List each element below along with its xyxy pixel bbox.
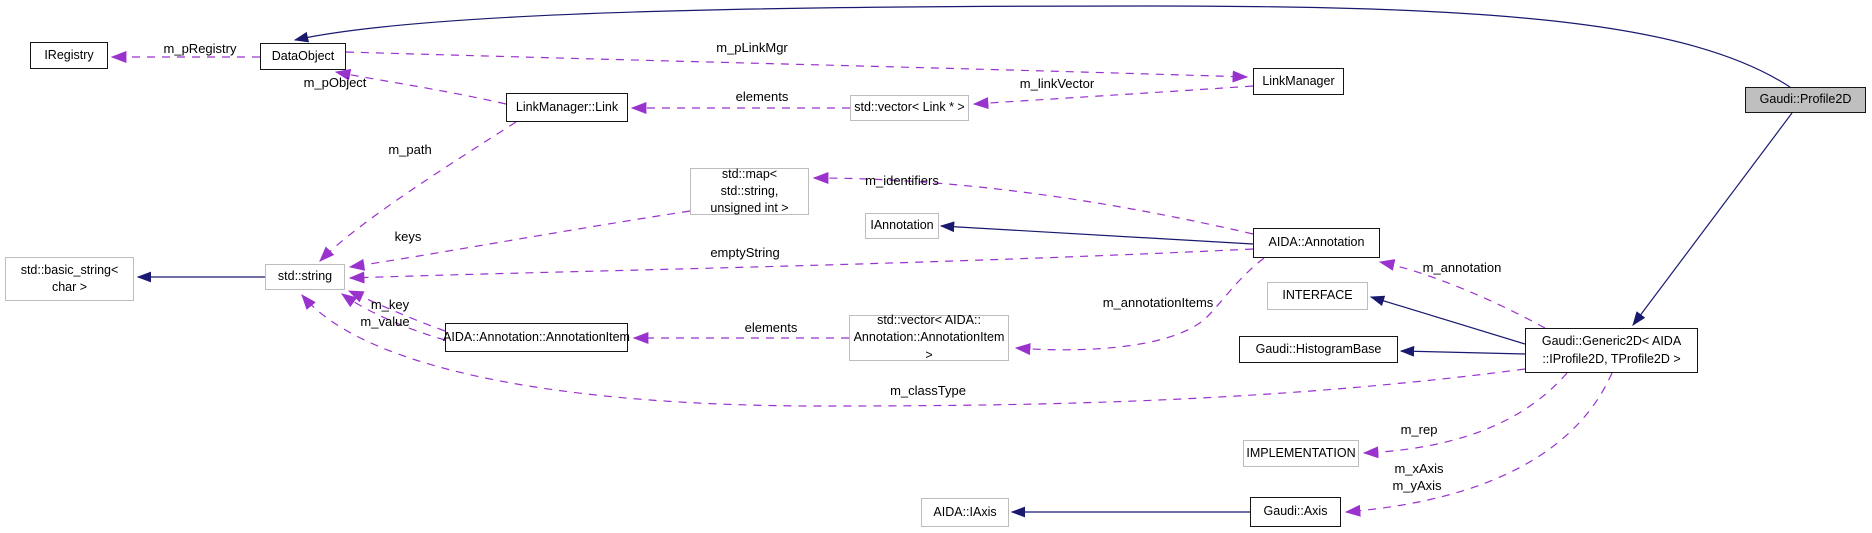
edge-label-m-pobject: m_pObject <box>303 75 367 90</box>
node-implementation: IMPLEMENTATION <box>1243 440 1359 467</box>
edge-profile2d-dataobject <box>293 5 1791 88</box>
node-dataobject[interactable]: DataObject <box>260 43 346 70</box>
node-annotationitem[interactable]: AIDA::Annotation::AnnotationItem <box>443 323 630 352</box>
edge-label-m-annotationitems: m_annotationItems <box>1102 295 1214 310</box>
node-std-map: std::map< std::string, unsigned int > <box>690 167 809 215</box>
edge-label-m-plinkmgr: m_pLinkMgr <box>716 40 788 55</box>
edge-label-keys: keys <box>394 229 422 244</box>
edge-label-m-pregistry: m_pRegistry <box>163 41 237 56</box>
edge-profile2d-generic2d <box>1632 112 1793 326</box>
node-linkmanager-link[interactable]: LinkManager::Link <box>506 93 628 122</box>
edge-label-m-path: m_path <box>388 142 432 157</box>
edge-link-dataobject <box>334 68 507 105</box>
edge-label-m-xaxis: m_xAxis <box>1394 461 1444 476</box>
node-gaudi-axis[interactable]: Gaudi::Axis <box>1250 497 1341 527</box>
edge-label-m-key: m_key <box>370 297 410 312</box>
edge-link-string <box>319 121 517 262</box>
node-aida-annotation[interactable]: AIDA::Annotation <box>1253 228 1380 258</box>
node-linkmanager[interactable]: LinkManager <box>1253 68 1344 95</box>
edge-label-m-annotation: m_annotation <box>1422 260 1502 275</box>
edge-label-m-rep: m_rep <box>1400 422 1438 437</box>
edge-generic2d-axis <box>1344 372 1613 517</box>
edge-annotation-map <box>812 172 1254 235</box>
edge-label-m-classtype: m_classType <box>890 383 966 398</box>
node-iregistry[interactable]: IRegistry <box>30 42 108 69</box>
edge-annotation-vectoritem <box>1014 257 1265 356</box>
edge-annotationitem-string-value <box>341 293 446 341</box>
edge-label-m-identifiers: m_identifiers <box>865 173 939 188</box>
edge-annotationitem-string-key <box>347 290 446 332</box>
node-aida-iaxis: AIDA::IAxis <box>921 498 1009 527</box>
node-std-string: std::string <box>265 264 345 290</box>
node-generic2d[interactable]: Gaudi::Generic2D< AIDA ::IProfile2D, TPr… <box>1525 328 1698 373</box>
edge-dataobject-linkmanager <box>345 51 1249 83</box>
node-basic-string: std::basic_string< char > <box>5 257 134 301</box>
node-histogrambase[interactable]: Gaudi::HistogramBase <box>1239 336 1398 363</box>
edge-label-emptystring: emptyString <box>710 245 780 260</box>
node-vector-annotationitem: std::vector< AIDA:: Annotation::Annotati… <box>849 313 1009 362</box>
edge-generic2d-annotation <box>1378 259 1546 329</box>
edge-label-elements-1: elements <box>735 89 789 104</box>
edge-label-m-yaxis: m_yAxis <box>1392 478 1442 493</box>
node-gaudi-profile2d: Gaudi::Profile2D <box>1745 87 1866 113</box>
edge-annotation-iannotation <box>939 221 1254 245</box>
node-vector-link: std::vector< Link * > <box>850 95 969 121</box>
edge-map-string <box>348 210 691 271</box>
edge-label-m-value: m_value <box>360 314 410 329</box>
edge-label-m-linkvector: m_linkVector <box>1019 76 1095 91</box>
edge-label-elements-2: elements <box>744 320 798 335</box>
node-iannotation: IAnnotation <box>865 213 939 239</box>
edge-linkmanager-vectorlink <box>972 85 1254 110</box>
edge-generic2d-histogrambase <box>1399 345 1526 357</box>
edge-generic2d-string <box>301 294 1526 407</box>
edge-generic2d-implementation <box>1362 372 1568 459</box>
node-interface: INTERFACE <box>1267 282 1368 310</box>
edge-annotation-string <box>348 248 1254 284</box>
edge-generic2d-interface <box>1369 295 1526 345</box>
